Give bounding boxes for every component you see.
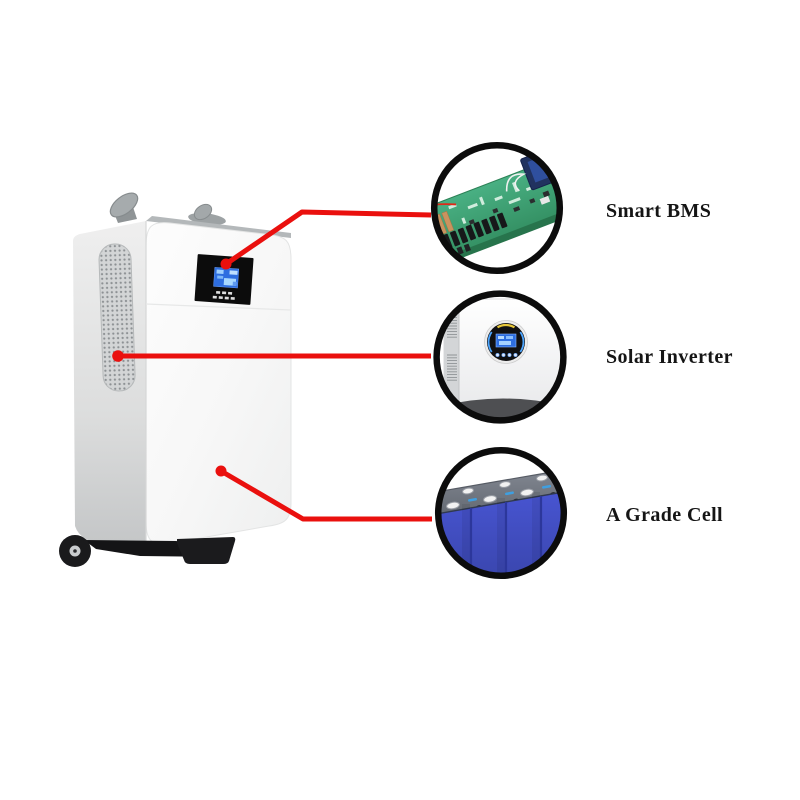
callout-line-bms xyxy=(224,209,432,267)
front-panel-seam xyxy=(145,303,292,311)
callout-ring-inverter xyxy=(433,290,567,424)
wheel xyxy=(59,535,91,567)
red-wire xyxy=(434,203,457,213)
callout-circle-inverter xyxy=(433,290,567,424)
vent-grille xyxy=(98,243,136,392)
inverter-buttons xyxy=(495,352,518,357)
callout-circle-cell xyxy=(434,446,568,580)
display-buttons xyxy=(212,290,235,300)
callout-ring-cell xyxy=(434,446,568,580)
label-solar-inverter: Solar Inverter xyxy=(606,346,733,368)
base-foot xyxy=(177,537,236,564)
callout-ring-bms xyxy=(430,141,564,275)
solar-inverter-image xyxy=(436,298,564,421)
bms-lcd xyxy=(520,145,560,191)
white-wire xyxy=(505,173,527,192)
callout-dot-display xyxy=(220,258,232,270)
callout-circle-bms xyxy=(430,141,564,275)
blue-prismatic-cells-image xyxy=(438,467,564,576)
silkscreen-marks xyxy=(448,181,535,225)
label-smart-bms: Smart BMS xyxy=(606,200,712,222)
label-a-grade-cell: A Grade Cell xyxy=(606,504,724,526)
inverter-display xyxy=(484,320,528,364)
callout-line-cell xyxy=(219,468,432,522)
cell-terminals xyxy=(446,474,564,510)
callout-dot-vent xyxy=(112,350,124,362)
carry-handle-left xyxy=(109,192,139,223)
callout-dot-lower xyxy=(215,465,227,477)
